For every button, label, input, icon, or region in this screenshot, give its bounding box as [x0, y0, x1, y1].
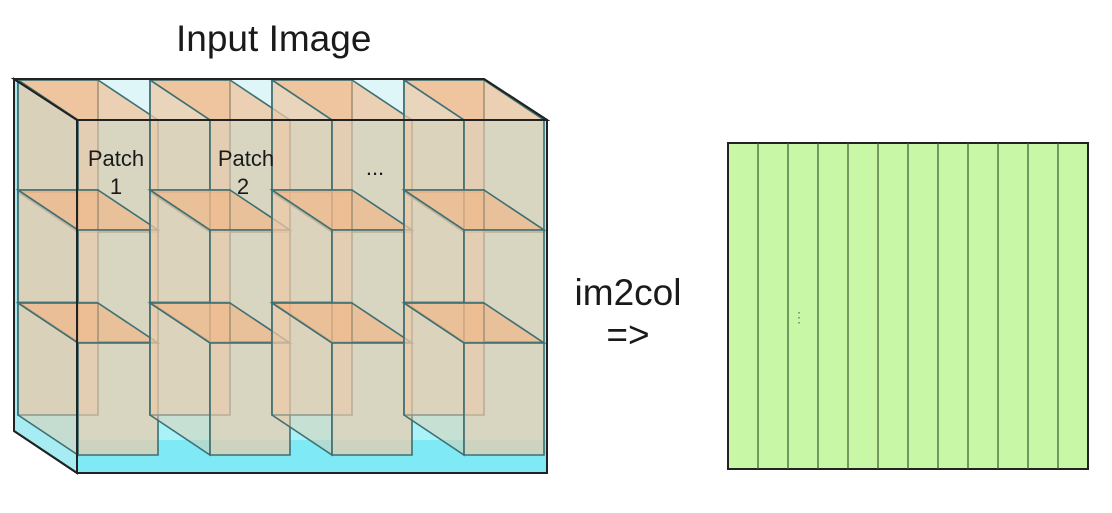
- patch-cube-front-12: [463, 342, 545, 456]
- input-image-title: Input Image: [176, 18, 372, 59]
- patch-1-label-line1: Patch: [88, 146, 144, 171]
- patch-1-label-line2: 1: [110, 174, 122, 199]
- im2col-operation-label: im2col =>: [565, 272, 691, 356]
- patch-2-label-line2: 2: [237, 174, 249, 199]
- patch-ellipsis-label: ...: [366, 155, 384, 180]
- operation-arrow: =>: [606, 314, 650, 355]
- patch-cube-front-11: [331, 342, 413, 456]
- matrix-ellipsis: ⋮: [792, 309, 806, 325]
- patch-cube-front-10: [209, 342, 291, 456]
- patch-cube-front-9: [77, 342, 159, 456]
- patch-2-label-line1: Patch: [218, 146, 274, 171]
- patch-grid: [15, 78, 547, 457]
- output-matrix: ⋮: [727, 142, 1089, 470]
- matrix-column-dividers: [757, 143, 1059, 469]
- operation-name: im2col: [574, 272, 682, 313]
- input-image-block: Patch 1 Patch 2 ...: [10, 77, 551, 475]
